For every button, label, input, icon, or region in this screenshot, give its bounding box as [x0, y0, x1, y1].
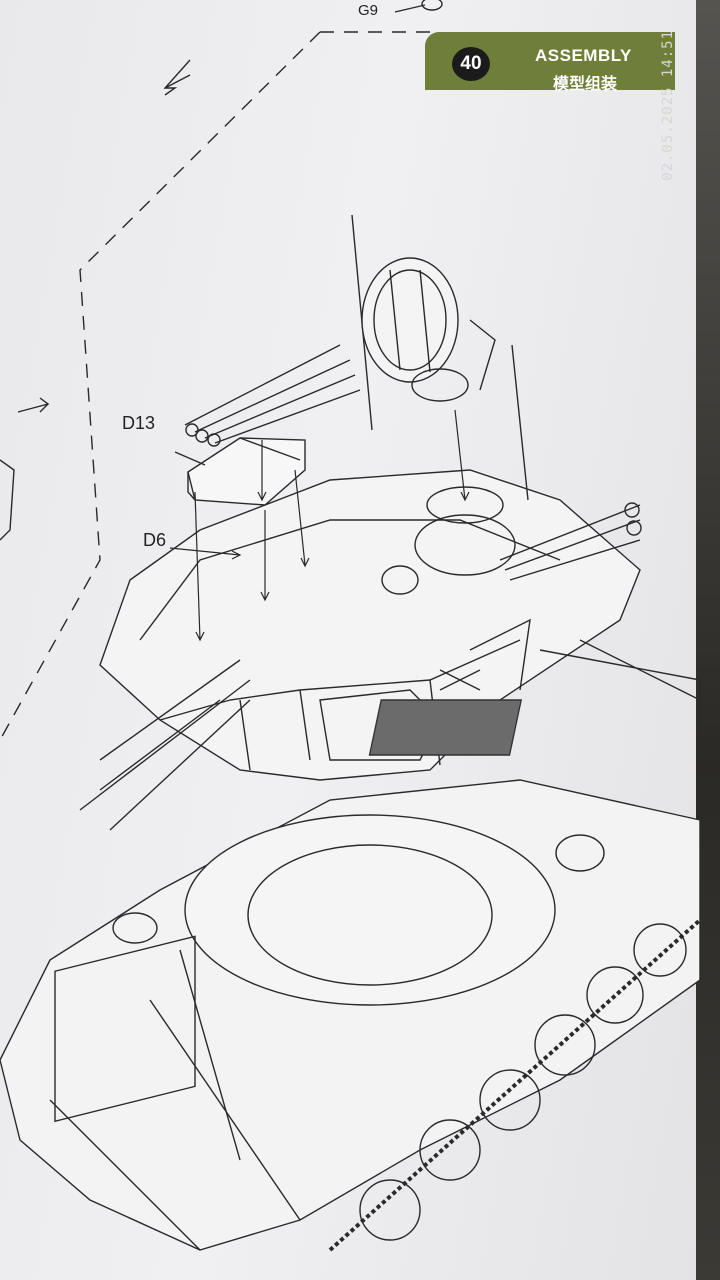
hull-hatch-right	[555, 834, 605, 872]
turret-assembly	[99, 469, 641, 781]
cannons-left	[79, 344, 361, 831]
road-wheels	[359, 923, 687, 1241]
step-number: 40	[452, 47, 490, 81]
cupola	[414, 514, 516, 576]
section-title-en: ASSEMBLY	[535, 46, 632, 65]
track	[328, 918, 702, 1252]
hull-assembly	[0, 639, 701, 1251]
clipped-part-left	[0, 459, 15, 541]
section-title-cn: 模型组装	[553, 76, 618, 93]
part-label-d6: D6	[143, 530, 167, 550]
radar-dish	[361, 257, 496, 402]
g9-part	[421, 0, 443, 11]
turret-ring-top	[426, 486, 504, 524]
dashed-outline-left	[0, 31, 321, 741]
g9-leader	[394, 4, 426, 13]
direction-arrow-top	[163, 59, 191, 96]
photo-timestamp: 02.05.2025 14:51	[660, 30, 676, 181]
sight-dome	[381, 565, 419, 595]
cannons-right	[499, 502, 642, 581]
part-d13	[174, 437, 306, 506]
turret-ring-opening	[184, 814, 556, 1006]
direction-arrow-left	[17, 397, 50, 413]
part-label-d13: D13	[122, 413, 156, 433]
driver-hatch	[54, 935, 196, 1123]
hatch-front	[112, 912, 158, 944]
antenna-right	[511, 344, 529, 501]
part-label-g9: G9	[358, 2, 379, 19]
engine-grille	[368, 699, 523, 756]
background-edge	[696, 0, 720, 1280]
